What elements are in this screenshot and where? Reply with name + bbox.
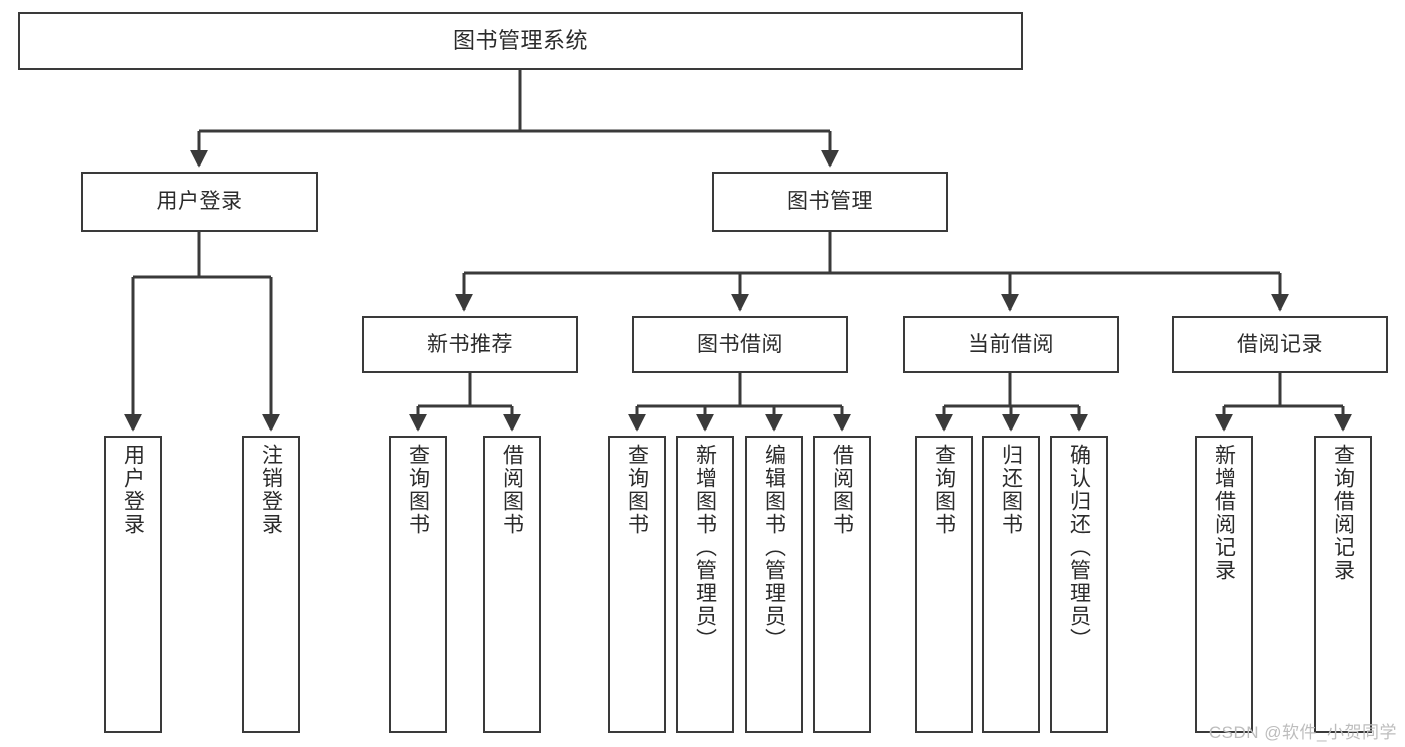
node-leaf-add-book[interactable]: 新增图书（管理员）: [676, 436, 734, 733]
node-leaf-query-book-borrow[interactable]: 查询图书: [608, 436, 666, 733]
node-label: 用户登录: [156, 190, 243, 214]
node-label: 新书推荐: [427, 332, 513, 356]
node-label: 编辑图书（管理员）: [762, 444, 786, 651]
node-label: 查询图书: [406, 444, 430, 536]
node-label: 借阅图书: [830, 444, 854, 536]
node-label: 注销登录: [259, 444, 283, 536]
node-label: 图书管理: [787, 190, 873, 214]
node-label: 图书管理系统: [452, 27, 588, 53]
node-current-borrow[interactable]: 当前借阅: [903, 316, 1119, 373]
node-new-book-recommend[interactable]: 新书推荐: [362, 316, 578, 373]
node-label: 确认归还（管理员）: [1067, 444, 1091, 651]
node-label: 查询图书: [625, 444, 649, 536]
node-leaf-add-borrow-record[interactable]: 新增借阅记录: [1195, 436, 1253, 733]
node-label: 当前借阅: [968, 332, 1054, 356]
node-book-manage[interactable]: 图书管理: [712, 172, 948, 232]
node-label: 查询借阅记录: [1331, 444, 1355, 582]
node-label: 新增借阅记录: [1212, 444, 1236, 582]
node-label: 用户登录: [121, 444, 145, 536]
node-label: 查询图书: [932, 444, 956, 536]
node-book-borrow[interactable]: 图书借阅: [632, 316, 848, 373]
node-leaf-borrow-book-recommend[interactable]: 借阅图书: [483, 436, 541, 733]
node-leaf-return-book[interactable]: 归还图书: [982, 436, 1040, 733]
node-leaf-query-book-recommend[interactable]: 查询图书: [389, 436, 447, 733]
node-label: 归还图书: [999, 444, 1023, 536]
node-leaf-query-book-current[interactable]: 查询图书: [915, 436, 973, 733]
node-leaf-logout[interactable]: 注销登录: [242, 436, 300, 733]
node-label: 图书借阅: [697, 332, 783, 356]
node-borrow-record[interactable]: 借阅记录: [1172, 316, 1388, 373]
node-user-login[interactable]: 用户登录: [81, 172, 318, 232]
node-label: 借阅图书: [500, 444, 524, 536]
node-leaf-user-login[interactable]: 用户登录: [104, 436, 162, 733]
node-leaf-confirm-return[interactable]: 确认归还（管理员）: [1050, 436, 1108, 733]
node-label: 新增图书（管理员）: [693, 444, 717, 651]
node-leaf-edit-book[interactable]: 编辑图书（管理员）: [745, 436, 803, 733]
node-leaf-borrow-book[interactable]: 借阅图书: [813, 436, 871, 733]
node-label: 借阅记录: [1237, 332, 1323, 356]
node-leaf-query-borrow-record[interactable]: 查询借阅记录: [1314, 436, 1372, 733]
node-root-book-management-system[interactable]: 图书管理系统: [18, 12, 1023, 70]
csdn-watermark: CSDN @软件_小贺同学: [1208, 723, 1397, 742]
